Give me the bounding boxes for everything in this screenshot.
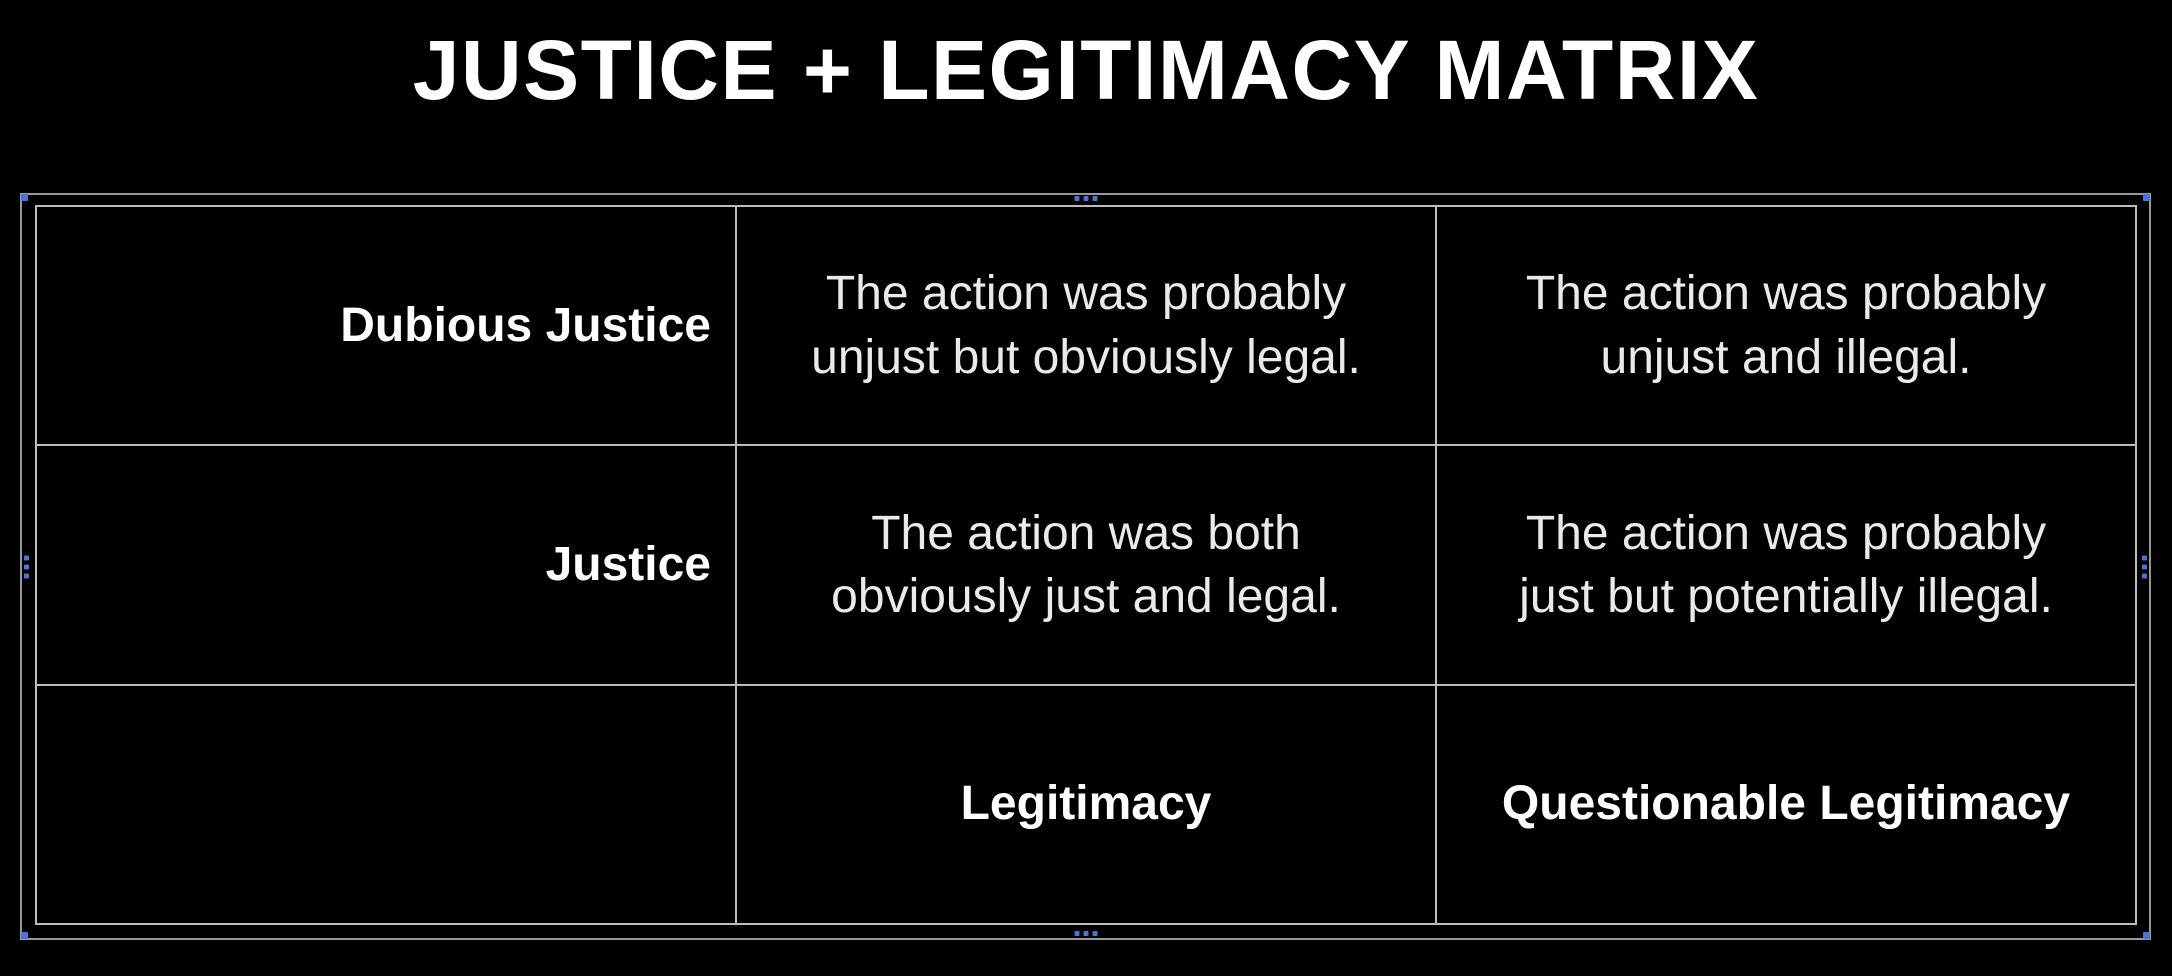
cell-text: Justice	[545, 537, 711, 591]
cell-text: The action was both obviously just and l…	[831, 506, 1341, 623]
table-row: Dubious Justice The action was probably …	[35, 204, 2137, 447]
cell-dubious-justice[interactable]: Dubious Justice	[35, 204, 737, 447]
drag-dot	[2142, 564, 2147, 569]
table-drag-handle-right[interactable]	[2142, 555, 2147, 578]
cell-text: The action was probably just but potenti…	[1519, 506, 2053, 623]
drag-dot	[1092, 196, 1097, 201]
cell-unjust-illegal[interactable]: The action was probably unjust and illeg…	[1435, 204, 2137, 447]
table-row: Justice The action was both obviously ju…	[35, 444, 2137, 686]
cell-questionable-legitimacy[interactable]: Questionable Legitimacy	[1435, 683, 2137, 926]
drag-dot	[1074, 931, 1079, 936]
drag-dot	[2142, 555, 2147, 560]
drag-dot	[1083, 931, 1088, 936]
drag-dot	[2142, 573, 2147, 578]
selection-handle-bottom-right[interactable]	[2143, 932, 2150, 939]
drag-dot	[1074, 196, 1079, 201]
drag-dot	[1092, 931, 1097, 936]
selection-handle-bottom-left[interactable]	[21, 932, 28, 939]
drag-dot	[1083, 196, 1088, 201]
cell-text: The action was probably unjust and illeg…	[1525, 267, 2047, 384]
table-drag-handle-left[interactable]	[24, 555, 29, 578]
drag-dot	[24, 555, 29, 560]
cell-justice[interactable]: Justice	[35, 444, 737, 686]
drag-dot	[24, 564, 29, 569]
table-drag-handle-top[interactable]	[1074, 196, 1097, 201]
matrix-table[interactable]: Dubious Justice The action was probably …	[35, 204, 2137, 926]
cell-legitimacy[interactable]: Legitimacy	[735, 683, 1437, 926]
cell-just-illegal[interactable]: The action was probably just but potenti…	[1435, 444, 2137, 686]
table-drag-handle-bottom[interactable]	[1074, 931, 1097, 936]
cell-text: Legitimacy	[960, 777, 1212, 831]
cell-empty[interactable]	[35, 683, 737, 926]
cell-text: The action was probably unjust but obvio…	[811, 267, 1361, 384]
slide-title[interactable]: JUSTICE + LEGITIMACY MATRIX	[412, 23, 1760, 117]
selection-handle-top-right[interactable]	[2143, 194, 2150, 201]
cell-text: Questionable Legitimacy	[1501, 777, 2071, 831]
cell-text: Dubious Justice	[340, 298, 711, 352]
drag-dot	[24, 573, 29, 578]
selection-handle-top-left[interactable]	[21, 194, 28, 201]
cell-just-legal[interactable]: The action was both obviously just and l…	[735, 444, 1437, 686]
table-row: Legitimacy Questionable Legitimacy	[35, 683, 2137, 926]
cell-unjust-legal[interactable]: The action was probably unjust but obvio…	[735, 204, 1437, 447]
